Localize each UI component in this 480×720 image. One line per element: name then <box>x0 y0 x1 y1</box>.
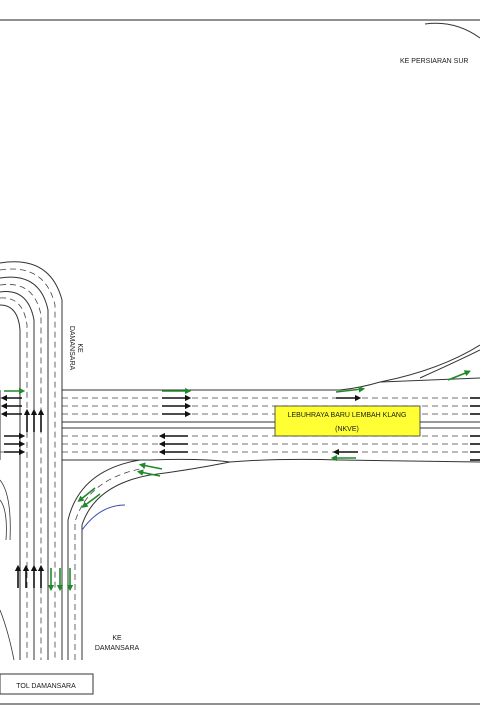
damansara-bottom-label-2: DAMANSARA <box>95 645 140 652</box>
persiaran-label: KE PERSIARAN SUR <box>400 58 468 65</box>
highway-code-label: (NKVE) <box>335 426 359 433</box>
left-lower-curves <box>0 479 15 661</box>
right-merge-ramp <box>379 344 480 383</box>
mid-highway-arrows <box>77 387 192 508</box>
lower-right-dashes <box>74 467 146 660</box>
blue-ramp-edge <box>81 504 126 531</box>
highway-name-label: LEBUHRAYA BARU LEMBAH KLANG <box>288 412 407 419</box>
toll-plaza-box <box>0 673 94 695</box>
toll-label: TOL DAMANSARA <box>16 683 76 690</box>
damansara-vertical-label-1: KE <box>76 343 83 353</box>
damansara-vertical-label-2: DAMANSARA <box>68 326 75 371</box>
highway-name-box <box>274 405 421 437</box>
top-right-road-curve <box>424 22 480 39</box>
left-loop-ramps <box>0 261 63 660</box>
left-highway-arrows <box>0 387 26 456</box>
ramp-up-arrows <box>14 408 74 592</box>
lower-right-ramps <box>67 459 231 660</box>
damansara-bottom-label-1: KE <box>112 635 122 642</box>
right-highway-arrows <box>330 370 480 462</box>
left-loop-dashes <box>0 268 56 660</box>
